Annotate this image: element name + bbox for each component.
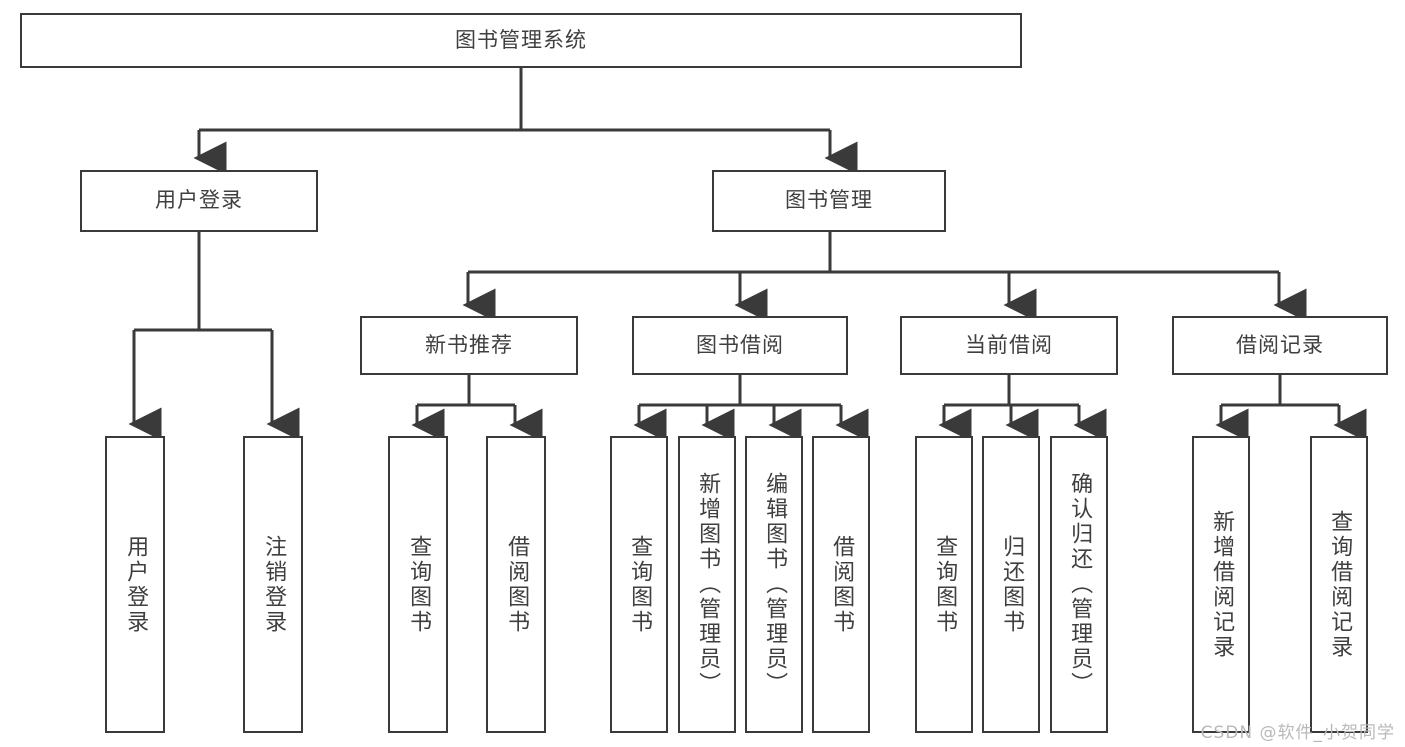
leaf-borrow-book[interactable]: 借阅图书 bbox=[812, 436, 870, 733]
leaf-edit-book-label: 编辑图书（管理员） bbox=[762, 472, 788, 697]
leaf-add-record[interactable]: 新增借阅记录 bbox=[1192, 436, 1250, 733]
leaf-borrow-book-label: 借阅图书 bbox=[829, 534, 855, 635]
node-user-login[interactable]: 用户登录 bbox=[80, 170, 318, 232]
node-current-borrow[interactable]: 当前借阅 bbox=[900, 316, 1118, 375]
leaf-query-book-borrow-label: 查询图书 bbox=[627, 534, 653, 635]
leaf-return-book-label: 归还图书 bbox=[999, 534, 1025, 635]
node-new-book-rec[interactable]: 新书推荐 bbox=[360, 316, 578, 375]
leaf-add-book-label: 新增图书（管理员） bbox=[695, 472, 721, 697]
leaf-query-record-label: 查询借阅记录 bbox=[1327, 509, 1353, 660]
leaf-query-book-current-label: 查询图书 bbox=[932, 534, 958, 635]
leaf-logout[interactable]: 注销登录 bbox=[243, 436, 303, 733]
leaf-confirm-return[interactable]: 确认归还（管理员） bbox=[1050, 436, 1108, 733]
leaf-query-book-rec[interactable]: 查询图书 bbox=[388, 436, 448, 733]
leaf-borrow-book-rec[interactable]: 借阅图书 bbox=[486, 436, 546, 733]
node-borrow-record[interactable]: 借阅记录 bbox=[1172, 316, 1388, 375]
leaf-return-book[interactable]: 归还图书 bbox=[982, 436, 1040, 733]
node-book-borrow-label: 图书借阅 bbox=[696, 332, 784, 357]
leaf-confirm-return-label: 确认归还（管理员） bbox=[1067, 472, 1093, 697]
leaf-query-record[interactable]: 查询借阅记录 bbox=[1310, 436, 1368, 733]
node-root-label: 图书管理系统 bbox=[455, 27, 587, 52]
node-book-manage-label: 图书管理 bbox=[785, 188, 873, 213]
node-borrow-record-label: 借阅记录 bbox=[1236, 332, 1324, 357]
leaf-user-login[interactable]: 用户登录 bbox=[105, 436, 165, 733]
leaf-add-record-label: 新增借阅记录 bbox=[1209, 509, 1235, 660]
node-current-borrow-label: 当前借阅 bbox=[965, 332, 1053, 357]
leaf-add-book[interactable]: 新增图书（管理员） bbox=[678, 436, 736, 733]
leaf-borrow-book-rec-label: 借阅图书 bbox=[504, 534, 530, 635]
leaf-logout-label: 注销登录 bbox=[261, 534, 287, 635]
leaf-user-login-label: 用户登录 bbox=[123, 534, 149, 635]
node-book-manage[interactable]: 图书管理 bbox=[712, 170, 946, 232]
node-book-borrow[interactable]: 图书借阅 bbox=[632, 316, 848, 375]
csdn-watermark: CSDN @软件_小贺同学 bbox=[1200, 723, 1395, 743]
node-new-book-rec-label: 新书推荐 bbox=[425, 332, 513, 357]
leaf-query-book-rec-label: 查询图书 bbox=[406, 534, 432, 635]
leaf-edit-book[interactable]: 编辑图书（管理员） bbox=[745, 436, 803, 733]
node-user-login-label: 用户登录 bbox=[155, 188, 243, 213]
node-root[interactable]: 图书管理系统 bbox=[20, 13, 1022, 68]
leaf-query-book-borrow[interactable]: 查询图书 bbox=[610, 436, 668, 733]
leaf-query-book-current[interactable]: 查询图书 bbox=[915, 436, 973, 733]
